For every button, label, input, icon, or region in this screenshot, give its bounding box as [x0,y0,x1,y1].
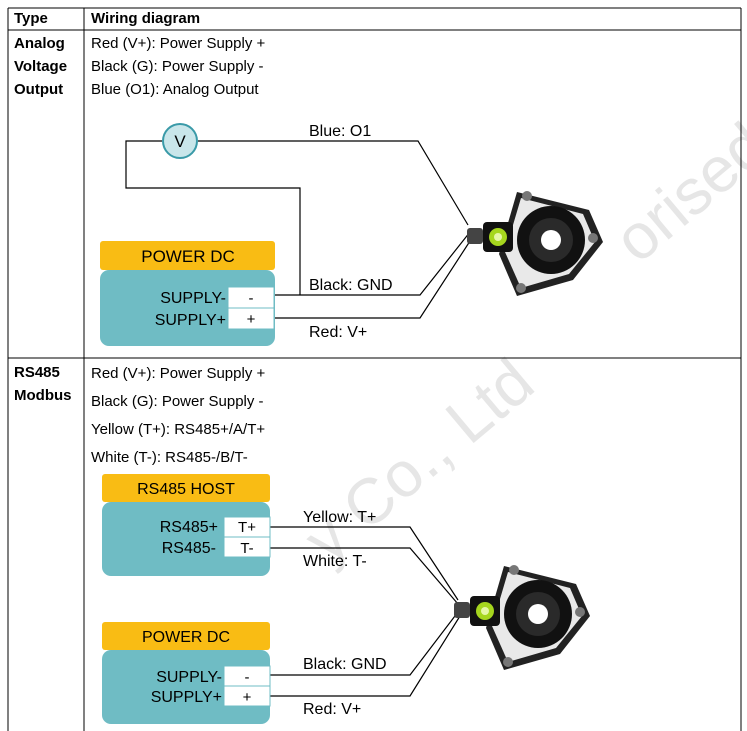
terminal-label: SUPPLY+ [151,689,222,706]
terminal-sign: T+ [238,519,256,536]
inclinometer-sensor-icon [467,191,603,296]
terminal-sign: + [243,689,252,706]
voltmeter-icon [162,123,198,159]
wire-label: Black: GND [303,656,387,673]
row1-type: Analog Voltage Output [14,32,67,101]
terminal-cell [223,685,271,707]
wire-note: Black (G): Power Supply - [91,58,264,75]
wire-label: Red: V+ [309,324,367,341]
host-box-header [102,474,270,502]
wire-note: White (T-): RS485-/B/T- [91,449,248,466]
inclinometer-sensor-icon [454,565,590,670]
terminal-label: RS485- [162,540,216,557]
power-box-title: POWER DC [142,629,230,646]
wire-label: White: T- [303,553,367,570]
wire-note: Black (G): Power Supply - [91,393,264,410]
wire-note: Red (V+): Power Supply + [91,365,266,382]
type-line: Analog [14,35,65,52]
wire-blue [198,140,469,226]
voltmeter-symbol: V [174,132,186,151]
type-line: Modbus [14,387,72,404]
power-box-header [102,622,270,650]
wire-yellow [270,526,459,601]
wire-label: Red: V+ [303,701,361,718]
row2-type: RS485 Modbus [14,361,72,407]
terminal-sign: - [245,669,250,686]
terminal-cell [223,536,271,558]
terminal-label: SUPPLY- [156,669,222,686]
wire-note: Yellow (T+): RS485+/A/T+ [91,421,266,438]
terminal-label: SUPPLY+ [155,312,226,329]
type-line: RS485 [14,364,60,381]
terminal-cell [227,307,275,330]
type-line: Output [14,81,64,98]
host-box-title: RS485 HOST [137,481,235,498]
terminal-label: RS485+ [160,519,218,536]
wire-label: Black: GND [309,277,393,294]
header-wiring-diagram: Wiring diagram [91,10,201,27]
power-box-title: POWER DC [141,247,235,266]
wire-red [270,615,461,697]
power-box-header [100,241,275,270]
wire-note: Blue (O1): Analog Output [91,81,259,98]
wire-label: Yellow: T+ [303,509,376,526]
wire-red [275,237,473,319]
wire-white [270,547,459,605]
terminal-label: SUPPLY- [160,290,226,307]
header-type: Type [14,10,48,27]
wire-meter-loop [125,140,301,295]
wire-label: Blue: O1 [309,123,371,140]
terminal-sign: - [249,290,254,307]
terminal-sign: + [247,311,256,328]
wire-black [275,231,471,296]
wire-note: Red (V+): Power Supply + [91,35,266,52]
wire-black [270,611,459,676]
terminal-sign: T- [240,540,253,557]
type-line: Voltage [14,58,68,75]
